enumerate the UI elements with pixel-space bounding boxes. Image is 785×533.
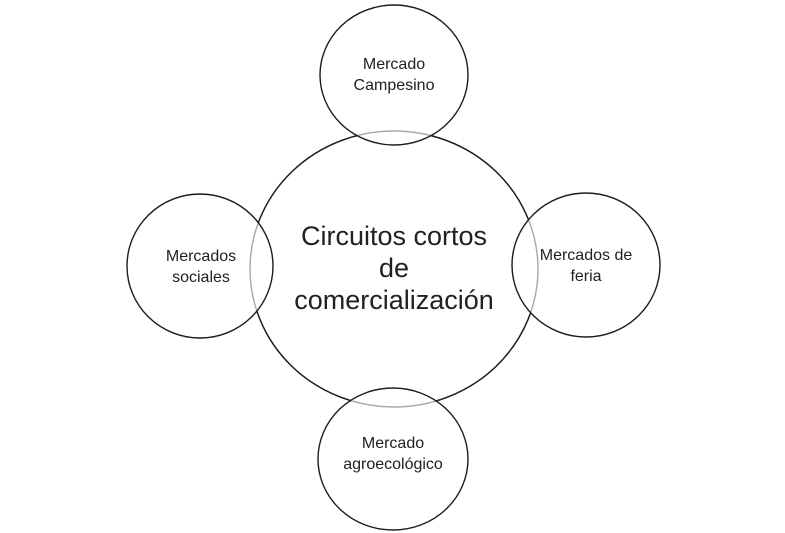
node-label-left: Mercados sociales [165,248,237,286]
node-circle-right [511,192,661,338]
node-circle-top [319,4,469,146]
node-label-bottom: Mercado agroecológico [343,435,443,473]
node-circle-left [126,193,274,339]
node-circle-bottom [317,387,469,531]
node-label-top: Mercado Campesino [353,56,435,94]
node-label-right: Mercados de feria [539,247,633,285]
central-label: Circuitos cortos de comercialización [294,221,494,315]
central-circle [249,130,539,408]
